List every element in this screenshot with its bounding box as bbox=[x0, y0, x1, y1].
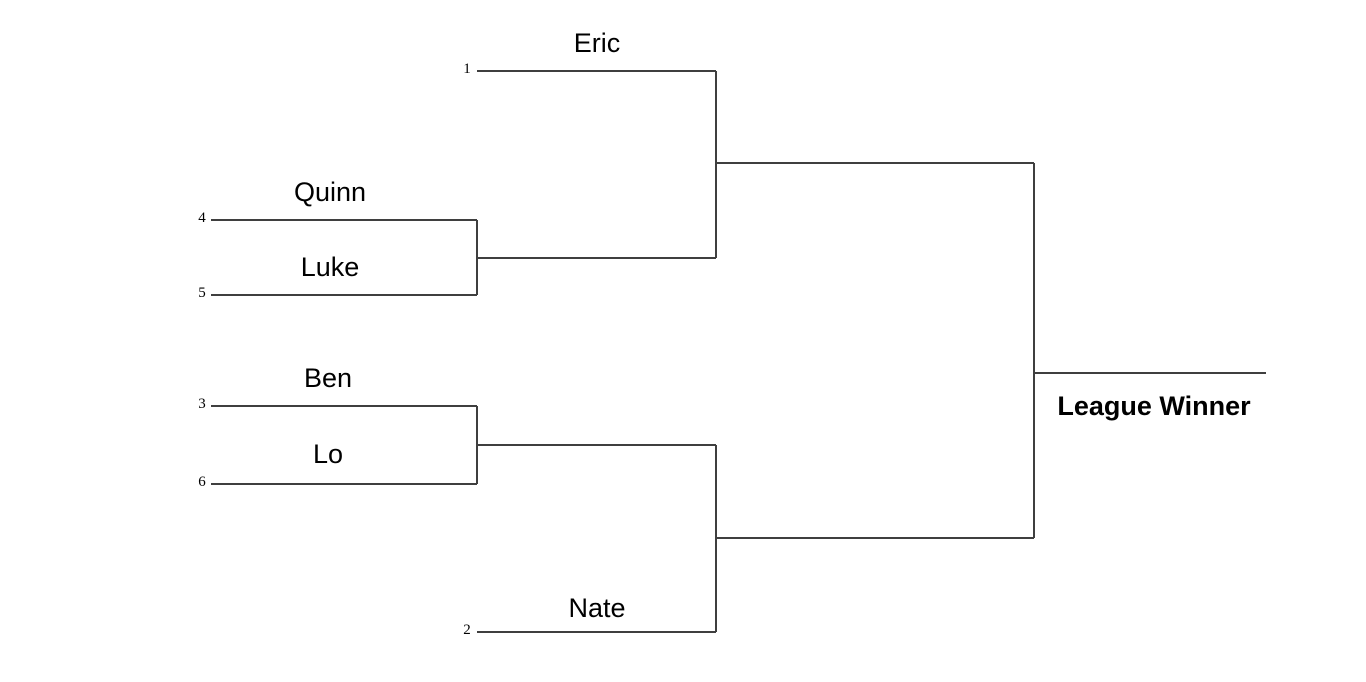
league-winner-label: League Winner bbox=[1057, 391, 1251, 421]
player-name-ben: Ben bbox=[303, 363, 353, 393]
seed-number-1: 1 bbox=[463, 61, 471, 77]
player-name-quinn: Quinn bbox=[293, 177, 367, 207]
seed-number-3: 3 bbox=[198, 396, 206, 412]
player-name-luke: Luke bbox=[300, 252, 360, 282]
player-name-nate: Nate bbox=[568, 593, 626, 623]
player-name-eric: Eric bbox=[573, 28, 621, 58]
seed-number-2: 2 bbox=[463, 622, 471, 638]
seed-number-5: 5 bbox=[198, 285, 206, 301]
player-name-lo: Lo bbox=[312, 439, 344, 469]
seed-number-4: 4 bbox=[198, 210, 206, 226]
seed-number-6: 6 bbox=[198, 474, 206, 490]
